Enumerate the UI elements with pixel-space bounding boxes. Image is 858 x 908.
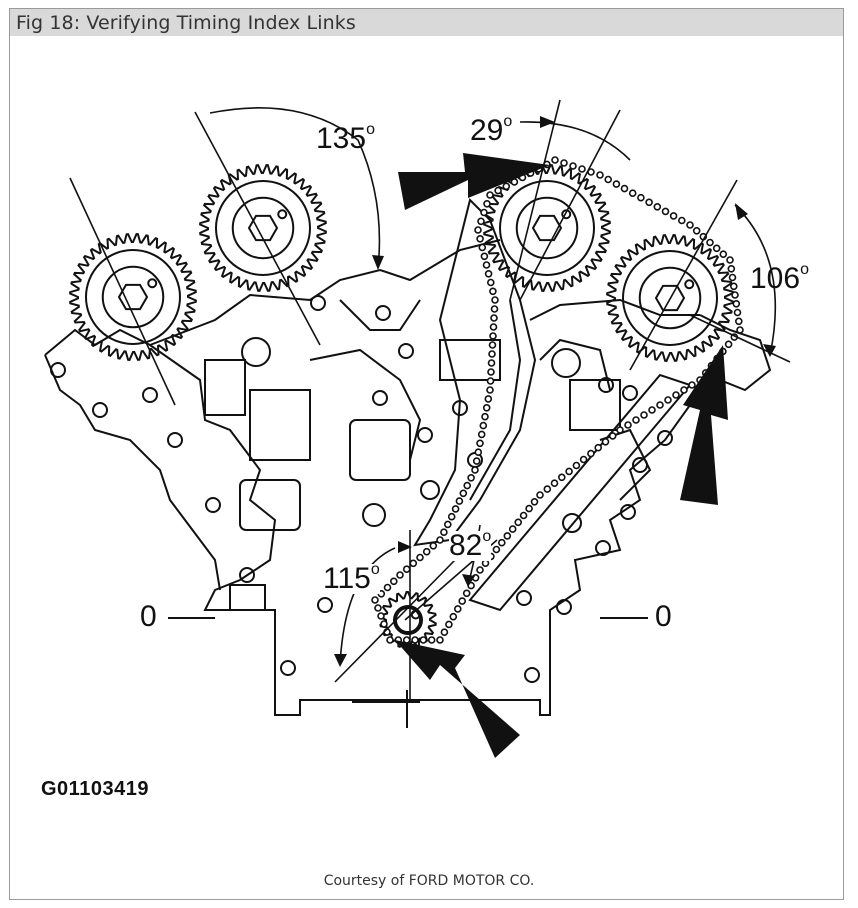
figure-caption: Fig 18: Verifying Timing Index Links [16, 12, 356, 34]
pointer-arrow-top [398, 153, 550, 210]
angle-label-135: 135o [316, 121, 375, 155]
camshaft-sprocket-left-intake [199, 164, 327, 292]
angle-label-82: 82o [449, 528, 492, 562]
angle-label-115: 115o [323, 561, 380, 595]
angle-label-29: 29o [470, 113, 513, 147]
camshaft-sprocket-right-intake [483, 164, 611, 292]
zero-label-left: 0 [140, 600, 157, 633]
zero-label-right: 0 [655, 600, 672, 633]
caption-bar: Fig 18: Verifying Timing Index Links [10, 9, 843, 36]
engine-timing-diagram [44, 99, 791, 758]
camshaft-sprocket-left-exhaust [69, 233, 197, 361]
pointer-arrow-bottom [395, 640, 520, 758]
angle-label-106: 106o [750, 261, 809, 295]
figure-code: G01103419 [41, 778, 149, 800]
figure-credit: Courtesy of FORD MOTOR CO. [323, 873, 535, 889]
pointer-arrow-right [680, 345, 728, 505]
